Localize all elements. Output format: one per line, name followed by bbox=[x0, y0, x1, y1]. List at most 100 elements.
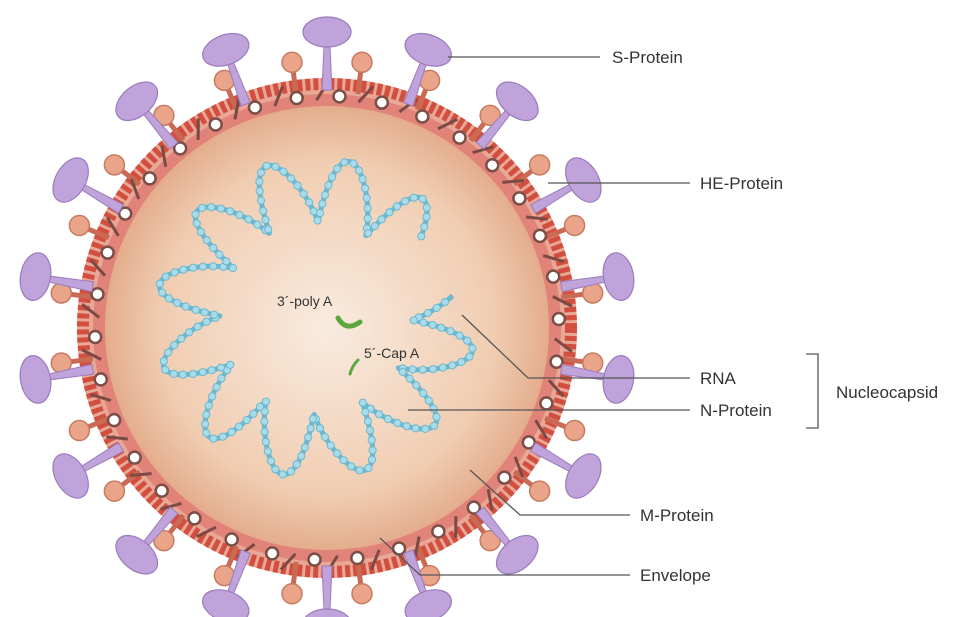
s-protein-head bbox=[17, 250, 55, 302]
n-protein-bead bbox=[413, 382, 420, 389]
m-protein-head bbox=[393, 543, 405, 555]
n-protein-bead bbox=[261, 418, 268, 425]
n-protein-bead bbox=[189, 370, 196, 377]
s-protein-head bbox=[600, 353, 638, 405]
n-protein-bead bbox=[280, 168, 287, 175]
n-protein-bead bbox=[203, 429, 210, 436]
n-protein-bead bbox=[423, 204, 430, 211]
s-protein-head bbox=[558, 152, 608, 209]
m-protein-head bbox=[333, 90, 345, 102]
n-protein-bead bbox=[409, 366, 416, 373]
m-protein-head bbox=[249, 101, 261, 113]
n-protein-bead bbox=[217, 364, 224, 371]
n-protein-bead bbox=[410, 194, 417, 201]
n-protein-bead bbox=[412, 425, 419, 432]
n-protein-bead bbox=[363, 195, 370, 202]
m-protein-head bbox=[102, 247, 114, 259]
n-protein-bead bbox=[368, 437, 375, 444]
m-protein-head bbox=[89, 331, 101, 343]
n-protein-bead bbox=[194, 323, 201, 330]
m-protein-stalk bbox=[502, 180, 523, 182]
s-protein-head bbox=[303, 609, 351, 617]
n-protein-bead bbox=[319, 200, 326, 207]
n-protein-bead bbox=[170, 370, 177, 377]
n-protein-bead bbox=[279, 471, 286, 478]
n-protein-bead bbox=[256, 188, 263, 195]
n-protein-bead bbox=[458, 358, 465, 365]
m-protein-head bbox=[547, 271, 559, 283]
n-protein-bead bbox=[263, 162, 270, 169]
n-protein-bead bbox=[340, 457, 347, 464]
n-protein-bead bbox=[192, 306, 199, 313]
n-protein-bead bbox=[385, 415, 392, 422]
m-protein-head bbox=[188, 512, 200, 524]
n-protein-bead bbox=[294, 182, 301, 189]
n-protein-bead bbox=[208, 367, 215, 374]
m-protein-head bbox=[266, 547, 278, 559]
m-protein-head bbox=[432, 526, 444, 538]
n-protein-bead bbox=[256, 403, 263, 410]
m-protein-head bbox=[376, 97, 388, 109]
n-protein-bead bbox=[394, 419, 401, 426]
n-protein-bead bbox=[429, 321, 436, 328]
n-protein-bead bbox=[371, 223, 378, 230]
m-protein-head bbox=[95, 373, 107, 385]
n-protein-bead bbox=[420, 319, 427, 326]
n-protein-bead bbox=[361, 185, 368, 192]
n-protein-bead bbox=[393, 203, 400, 210]
n-protein-bead bbox=[321, 191, 328, 198]
n-protein-bead bbox=[210, 244, 217, 251]
n-protein-bead bbox=[466, 353, 473, 360]
n-protein-bead bbox=[369, 447, 376, 454]
n-protein-bead bbox=[203, 237, 210, 244]
n-protein-bead bbox=[272, 466, 279, 473]
n-protein-bead bbox=[186, 329, 193, 336]
n-protein-bead bbox=[305, 434, 312, 441]
n-protein-bead bbox=[421, 223, 428, 230]
n-protein-bead bbox=[364, 205, 371, 212]
n-protein-bead bbox=[197, 228, 204, 235]
n-protein-bead bbox=[208, 204, 215, 211]
n-protein-bead bbox=[449, 362, 456, 369]
m-protein-head bbox=[108, 414, 120, 426]
m-protein-label: M-Protein bbox=[640, 506, 714, 525]
n-protein-bead bbox=[159, 289, 166, 296]
n-protein-bead bbox=[378, 216, 385, 223]
n-protein-bead bbox=[192, 211, 199, 218]
poly-a-label: 3´-poly A bbox=[277, 293, 333, 309]
m-protein-head bbox=[513, 192, 525, 204]
n-protein-bead bbox=[265, 226, 272, 233]
s-protein-head bbox=[303, 17, 351, 47]
s-protein-stalk bbox=[322, 566, 332, 610]
he-protein-head bbox=[352, 52, 372, 72]
n-protein-bead bbox=[205, 402, 212, 409]
n-protein-bead bbox=[419, 195, 426, 202]
n-protein-bead bbox=[227, 361, 234, 368]
n-protein-bead bbox=[229, 265, 236, 272]
m-protein-head bbox=[226, 534, 238, 546]
s-protein-head bbox=[401, 584, 456, 617]
n-protein-bead bbox=[420, 390, 427, 397]
m-protein-stalk bbox=[130, 474, 151, 476]
n-protein-bead bbox=[301, 444, 308, 451]
he-protein-head bbox=[352, 584, 372, 604]
n-protein-bead bbox=[438, 324, 445, 331]
n-protein-bead bbox=[439, 364, 446, 371]
n-protein-bead bbox=[199, 263, 206, 270]
n-protein-bead bbox=[165, 295, 172, 302]
n-protein-bead bbox=[193, 220, 200, 227]
n-protein-bead bbox=[264, 448, 271, 455]
n-protein-bead bbox=[307, 425, 314, 432]
n-protein-bead bbox=[424, 309, 431, 316]
n-protein-bead bbox=[171, 342, 178, 349]
n-protein-bead bbox=[456, 332, 463, 339]
m-protein-head bbox=[498, 472, 510, 484]
n-protein-bead bbox=[287, 175, 294, 182]
n-protein-bead bbox=[309, 415, 316, 422]
n-protein-bead bbox=[365, 230, 372, 237]
n-protein-bead bbox=[433, 304, 440, 311]
n-protein-bead bbox=[368, 456, 375, 463]
n-protein-bead bbox=[356, 467, 363, 474]
n-protein-bead bbox=[218, 375, 225, 382]
m-protein-head bbox=[416, 110, 428, 122]
